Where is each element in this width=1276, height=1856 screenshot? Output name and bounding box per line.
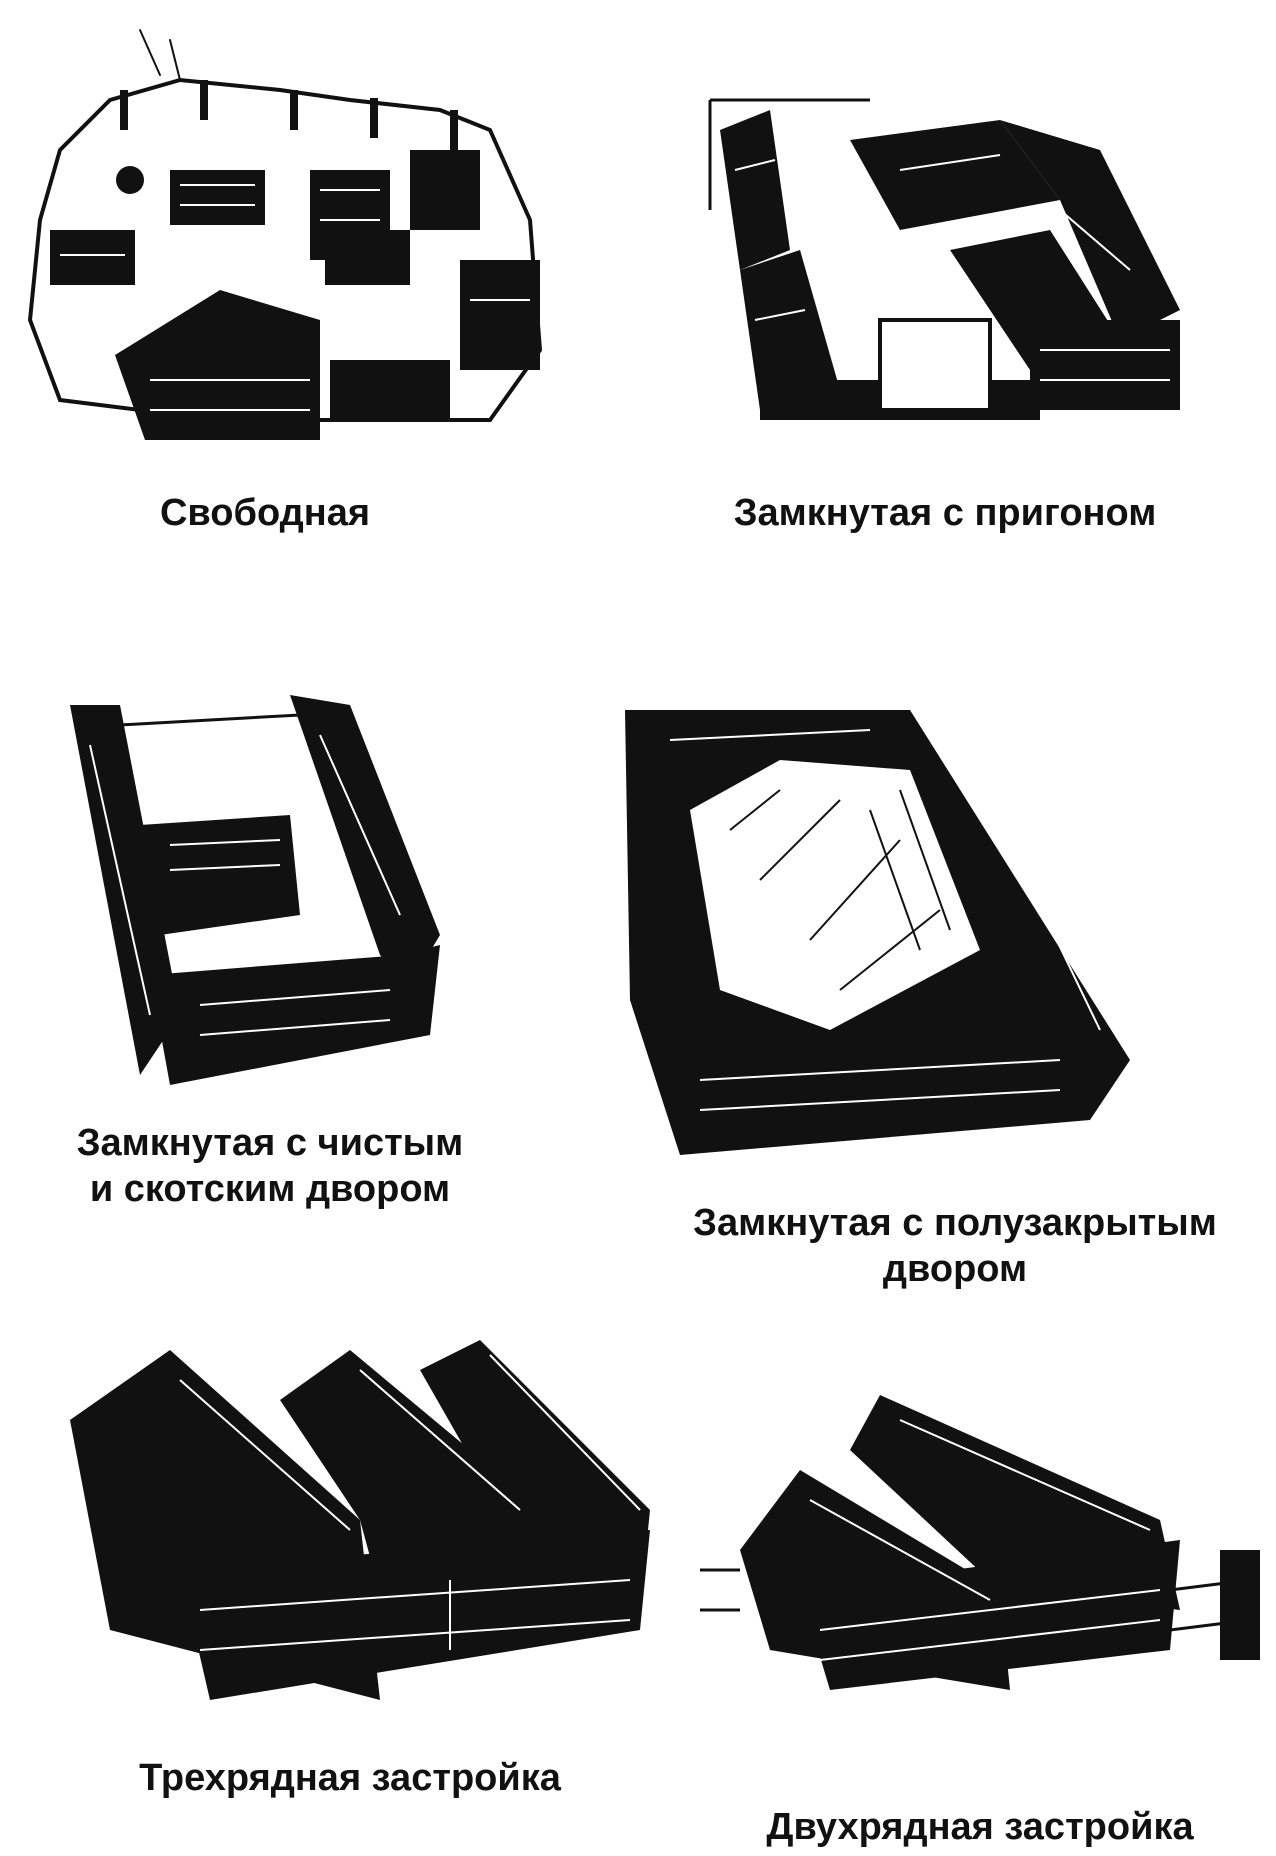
caption-closed-semi-covered-line2: двором xyxy=(882,1248,1028,1290)
caption-closed-semi-covered: Замкнутая с полузакрытым двором xyxy=(675,1200,1235,1292)
closed-clean-cattle-drawing xyxy=(70,695,440,1085)
closed-with-pen-drawing xyxy=(708,98,1180,420)
free-layout-drawing xyxy=(27,29,543,440)
sketch-three-row xyxy=(60,1330,660,1700)
sketch-free-layout xyxy=(20,20,550,460)
caption-three-row: Трехрядная застройка xyxy=(139,1757,561,1799)
caption-free-layout: Свободная xyxy=(159,492,371,534)
two-row-drawing xyxy=(700,1395,1260,1690)
closed-semi-covered-drawing xyxy=(625,710,1130,1155)
caption-closed-clean-cattle-line1: Замкнутая с чистым xyxy=(76,1122,464,1164)
sketch-closed-with-pen xyxy=(700,90,1200,430)
sketch-closed-semi-covered xyxy=(610,700,1150,1160)
caption-closed-with-pen: Замкнутая с пригоном xyxy=(733,492,1157,534)
sketch-closed-clean-cattle xyxy=(60,685,450,1085)
caption-closed-clean-cattle: Замкнутая с чистым и скотским двором xyxy=(40,1120,500,1212)
caption-closed-semi-covered-line1: Замкнутая с полузакрытым xyxy=(693,1202,1217,1244)
three-row-drawing xyxy=(70,1340,650,1700)
sketch-two-row xyxy=(700,1390,1260,1690)
caption-two-row: Двухрядная застройка xyxy=(766,1806,1194,1848)
caption-closed-clean-cattle-line2: и скотским двором xyxy=(89,1168,451,1210)
